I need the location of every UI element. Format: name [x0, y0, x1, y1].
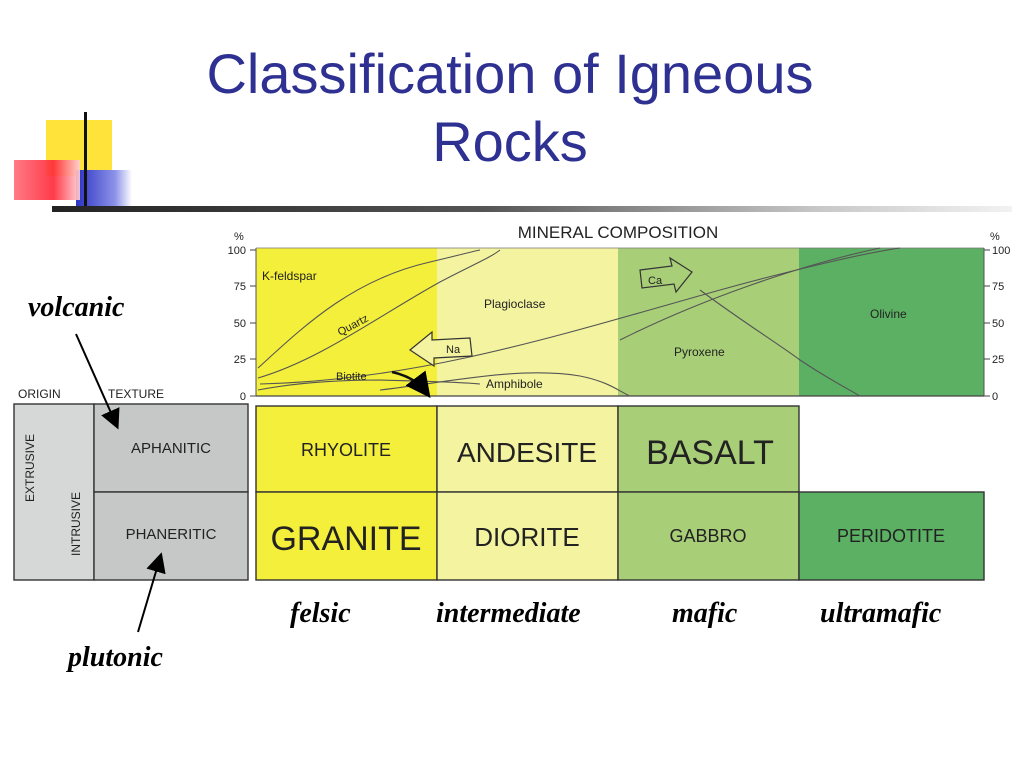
basalt-cell — [617, 405, 800, 493]
rock-diorite: DIORITE — [474, 522, 579, 552]
plutonic-label: plutonic — [68, 642, 163, 673]
ultramafic-label: ultramafic — [820, 598, 942, 629]
tick-left-75: 75 — [234, 281, 246, 293]
pyroxene-olivine-boundary — [699, 289, 861, 397]
plagioclase-pyroxene-boundary — [259, 247, 901, 385]
rock-andesite: ANDESITE — [457, 437, 597, 468]
mineral-biotite: Biotite — [336, 371, 367, 383]
extrusive-label: EXTRUSIVE — [23, 434, 37, 502]
tick-left-100: 100 — [228, 245, 246, 257]
ca-arrow: Ca — [639, 256, 693, 294]
origin-header: ORIGIN — [18, 387, 61, 401]
slide-title-line-1: Classification of Igneous — [206, 42, 814, 105]
rock-peridotite: PERIDOTITE — [837, 526, 945, 546]
mafic-label: mafic — [672, 598, 738, 629]
mineral-olivine: Olivine — [870, 307, 907, 321]
quartz-plagioclase-boundary — [257, 249, 501, 379]
intermediate-label: intermediate — [436, 598, 581, 629]
ca-label: Ca — [648, 275, 663, 287]
tick-right-50: 50 — [992, 318, 1004, 330]
tick-right-0: 0 — [992, 391, 998, 403]
gabbro-cell — [617, 491, 800, 581]
tick-left-50: 50 — [234, 318, 246, 330]
diorite-cell — [436, 491, 619, 581]
composition-ultramafic-band — [799, 248, 984, 396]
biotite-amphibole-boundary — [257, 379, 481, 391]
mineral-pyroxene: Pyroxene — [674, 345, 725, 359]
percent-sign-right: % — [990, 231, 1000, 243]
tick-right-75: 75 — [992, 281, 1004, 293]
mineral-plagioclase: Plagioclase — [484, 297, 546, 311]
aphanitic-label: APHANITIC — [131, 440, 211, 457]
phaneritic-cell — [93, 491, 249, 581]
phaneritic-label: PHANERITIC — [126, 526, 217, 543]
rock-basalt: BASALT — [646, 434, 774, 472]
decor-vertical-line — [84, 112, 87, 212]
slide-title-line-2: Rocks — [432, 110, 588, 173]
tick-right-100: 100 — [992, 245, 1010, 257]
texture-header: TEXTURE — [108, 387, 164, 401]
na-arrow: Na — [408, 330, 473, 368]
mineral-amphibole: Amphibole — [486, 377, 543, 391]
volcanic-label: volcanic — [28, 292, 125, 323]
aphanitic-cell — [93, 403, 249, 493]
mineral-kfeldspar: K-feldspar — [262, 269, 317, 283]
rock-gabbro: GABBRO — [669, 526, 746, 546]
kfeldspar-quartz-boundary — [257, 249, 481, 369]
peridotite-cell — [798, 491, 985, 581]
slide-title: Classification of Igneous Rocks — [120, 40, 900, 176]
intrusive-label: INTRUSIVE — [69, 492, 83, 556]
rock-granite: GRANITE — [270, 520, 421, 558]
biotite-arrow — [391, 370, 431, 398]
granite-cell — [255, 491, 438, 581]
decor-red-square — [14, 160, 80, 200]
volcanic-arrow — [75, 333, 120, 430]
andesite-cell — [436, 405, 619, 493]
olivine-upper-boundary — [619, 247, 881, 341]
felsic-label: felsic — [290, 598, 351, 629]
na-label: Na — [446, 344, 461, 356]
tick-right-25: 25 — [992, 354, 1004, 366]
origin-column — [13, 403, 95, 581]
percent-sign-left: % — [234, 231, 244, 243]
plutonic-arrow — [137, 552, 166, 633]
composition-intermediate-band — [437, 248, 618, 396]
rock-rhyolite: RHYOLITE — [301, 440, 391, 460]
rhyolite-cell — [255, 405, 438, 493]
composition-title: MINERAL COMPOSITION — [518, 223, 719, 242]
tick-left-0: 0 — [240, 391, 246, 403]
title-underline — [52, 206, 1012, 212]
tick-left-25: 25 — [234, 354, 246, 366]
